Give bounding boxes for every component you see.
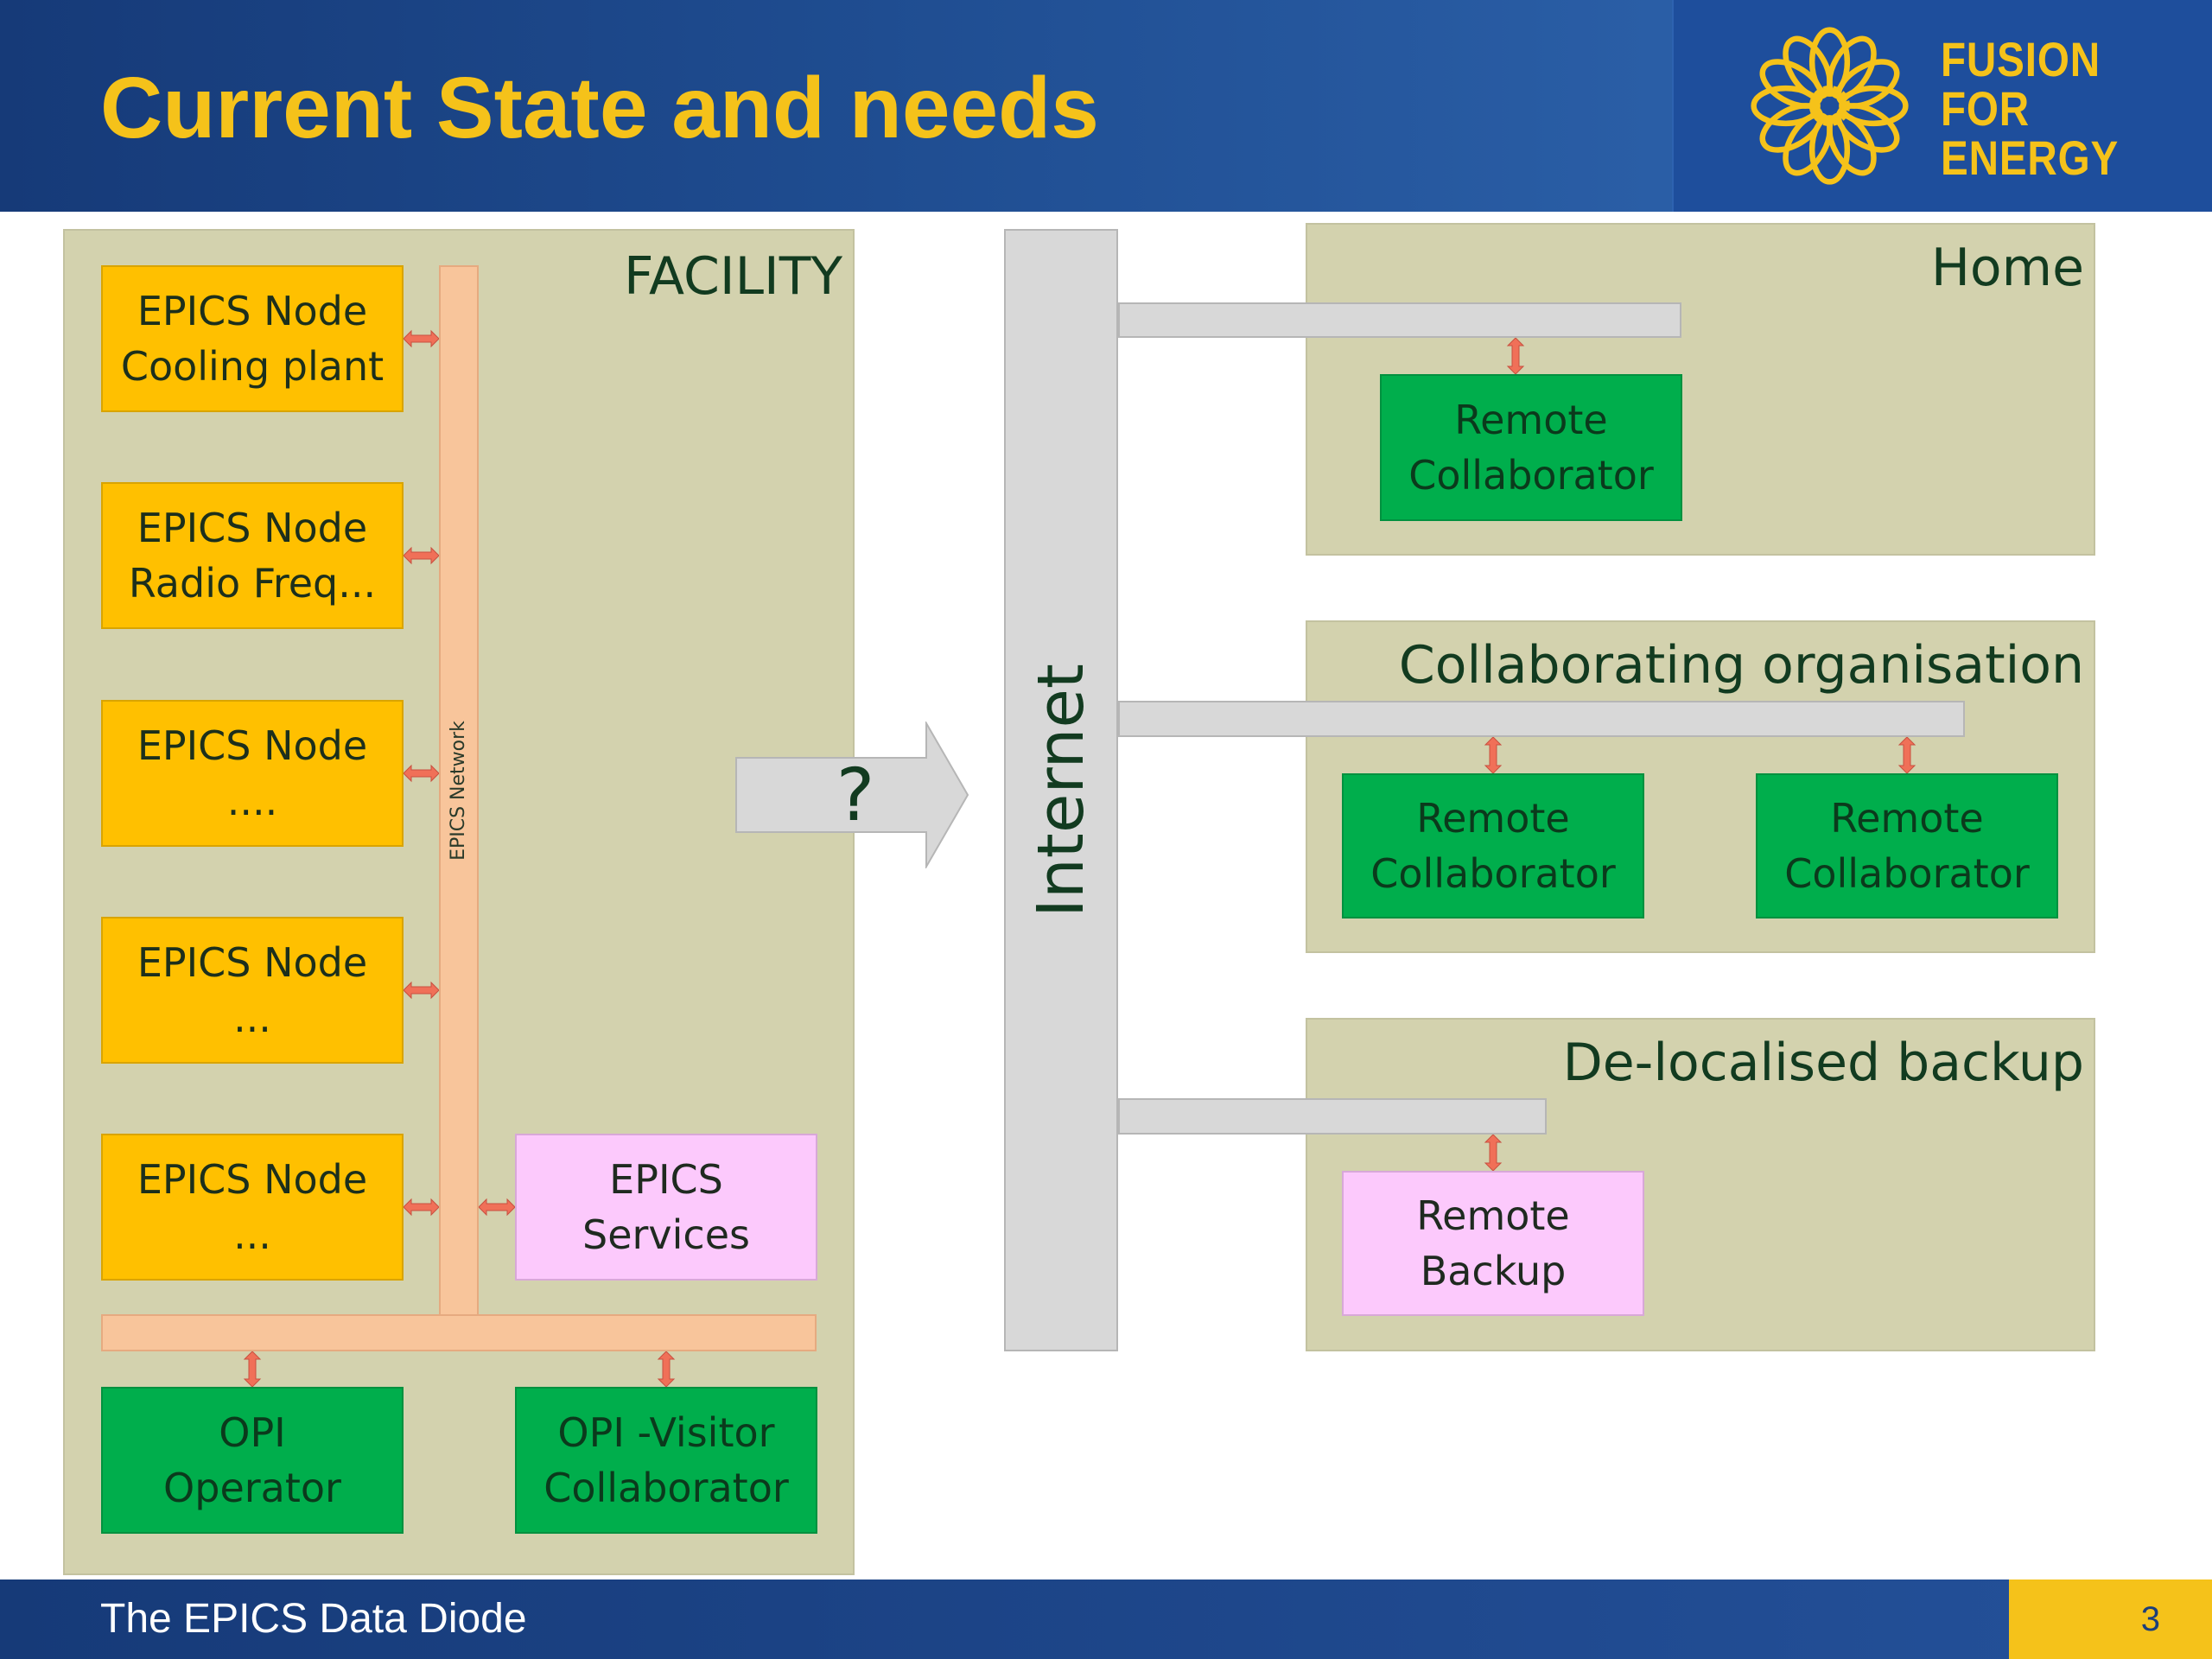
opi-visitor-connector (656, 1351, 677, 1387)
epics-node-cooling-plant[interactable]: EPICS Node Cooling plant (101, 265, 404, 412)
logo-line: ENERGY (1941, 130, 2120, 185)
home-title: Home (1930, 238, 2084, 298)
home-link (1118, 302, 1681, 338)
footer-presentation-title: The EPICS Data Diode (100, 1596, 527, 1642)
page-number: 3 (2140, 1600, 2160, 1638)
logo-panel (1672, 0, 2212, 212)
node-network-connector (404, 763, 439, 784)
node-network-connector (404, 980, 439, 1001)
delocalised-backup-title: De-localised backup (1562, 1033, 2084, 1093)
node-network-connector (404, 545, 439, 566)
org-remote-collaborator[interactable]: Remote Collaborator (1342, 773, 1644, 918)
epics-services-box[interactable]: EPICS Services (515, 1134, 817, 1281)
internet-label: Internet (1024, 664, 1098, 918)
opi-network-bus (101, 1314, 817, 1351)
home-remote-collaborator[interactable]: Remote Collaborator (1380, 374, 1682, 521)
collaborator-connector (1897, 737, 1917, 773)
epics-node-radio-freq[interactable]: EPICS Node Radio Freq... (101, 482, 404, 629)
logo-line: FUSION (1941, 32, 2101, 86)
node-network-connector (404, 1197, 439, 1217)
epics-network-bus (439, 265, 479, 1316)
epics-node[interactable]: EPICS Node ... (101, 1134, 404, 1281)
node-network-connector (404, 328, 439, 349)
logo-line: FOR (1941, 81, 2031, 136)
page-number-box (2009, 1580, 2212, 1659)
opi-operator-connector (242, 1351, 263, 1387)
remote-backup-box[interactable]: Remote Backup (1342, 1171, 1644, 1316)
slide-title: Current State and needs (100, 60, 1099, 156)
collaborator-connector (1483, 737, 1503, 773)
internet-bar (1004, 229, 1118, 1351)
fusion-for-energy-emblem-icon (1750, 26, 1910, 186)
opi-operator-box[interactable]: OPI Operator (101, 1387, 404, 1534)
logo-wordmark: FUSION FOR ENERGY (1941, 35, 2200, 182)
slide-footer (0, 1580, 2212, 1659)
opi-visitor-collaborator-box[interactable]: OPI -Visitor Collaborator (515, 1387, 817, 1534)
backup-connector (1483, 1135, 1503, 1171)
epics-node[interactable]: EPICS Node .... (101, 700, 404, 847)
epics-node[interactable]: EPICS Node ... (101, 917, 404, 1064)
collaborating-organisation-link (1118, 701, 1965, 737)
facility-title: FACILITY (623, 246, 842, 307)
services-network-connector (479, 1197, 515, 1217)
backup-link (1118, 1098, 1547, 1135)
collaborating-organisation-title: Collaborating organisation (1398, 635, 2084, 696)
question-arrow (734, 720, 969, 870)
org-remote-collaborator[interactable]: Remote Collaborator (1756, 773, 2058, 918)
question-mark: ? (836, 753, 875, 837)
home-connector (1505, 338, 1526, 374)
